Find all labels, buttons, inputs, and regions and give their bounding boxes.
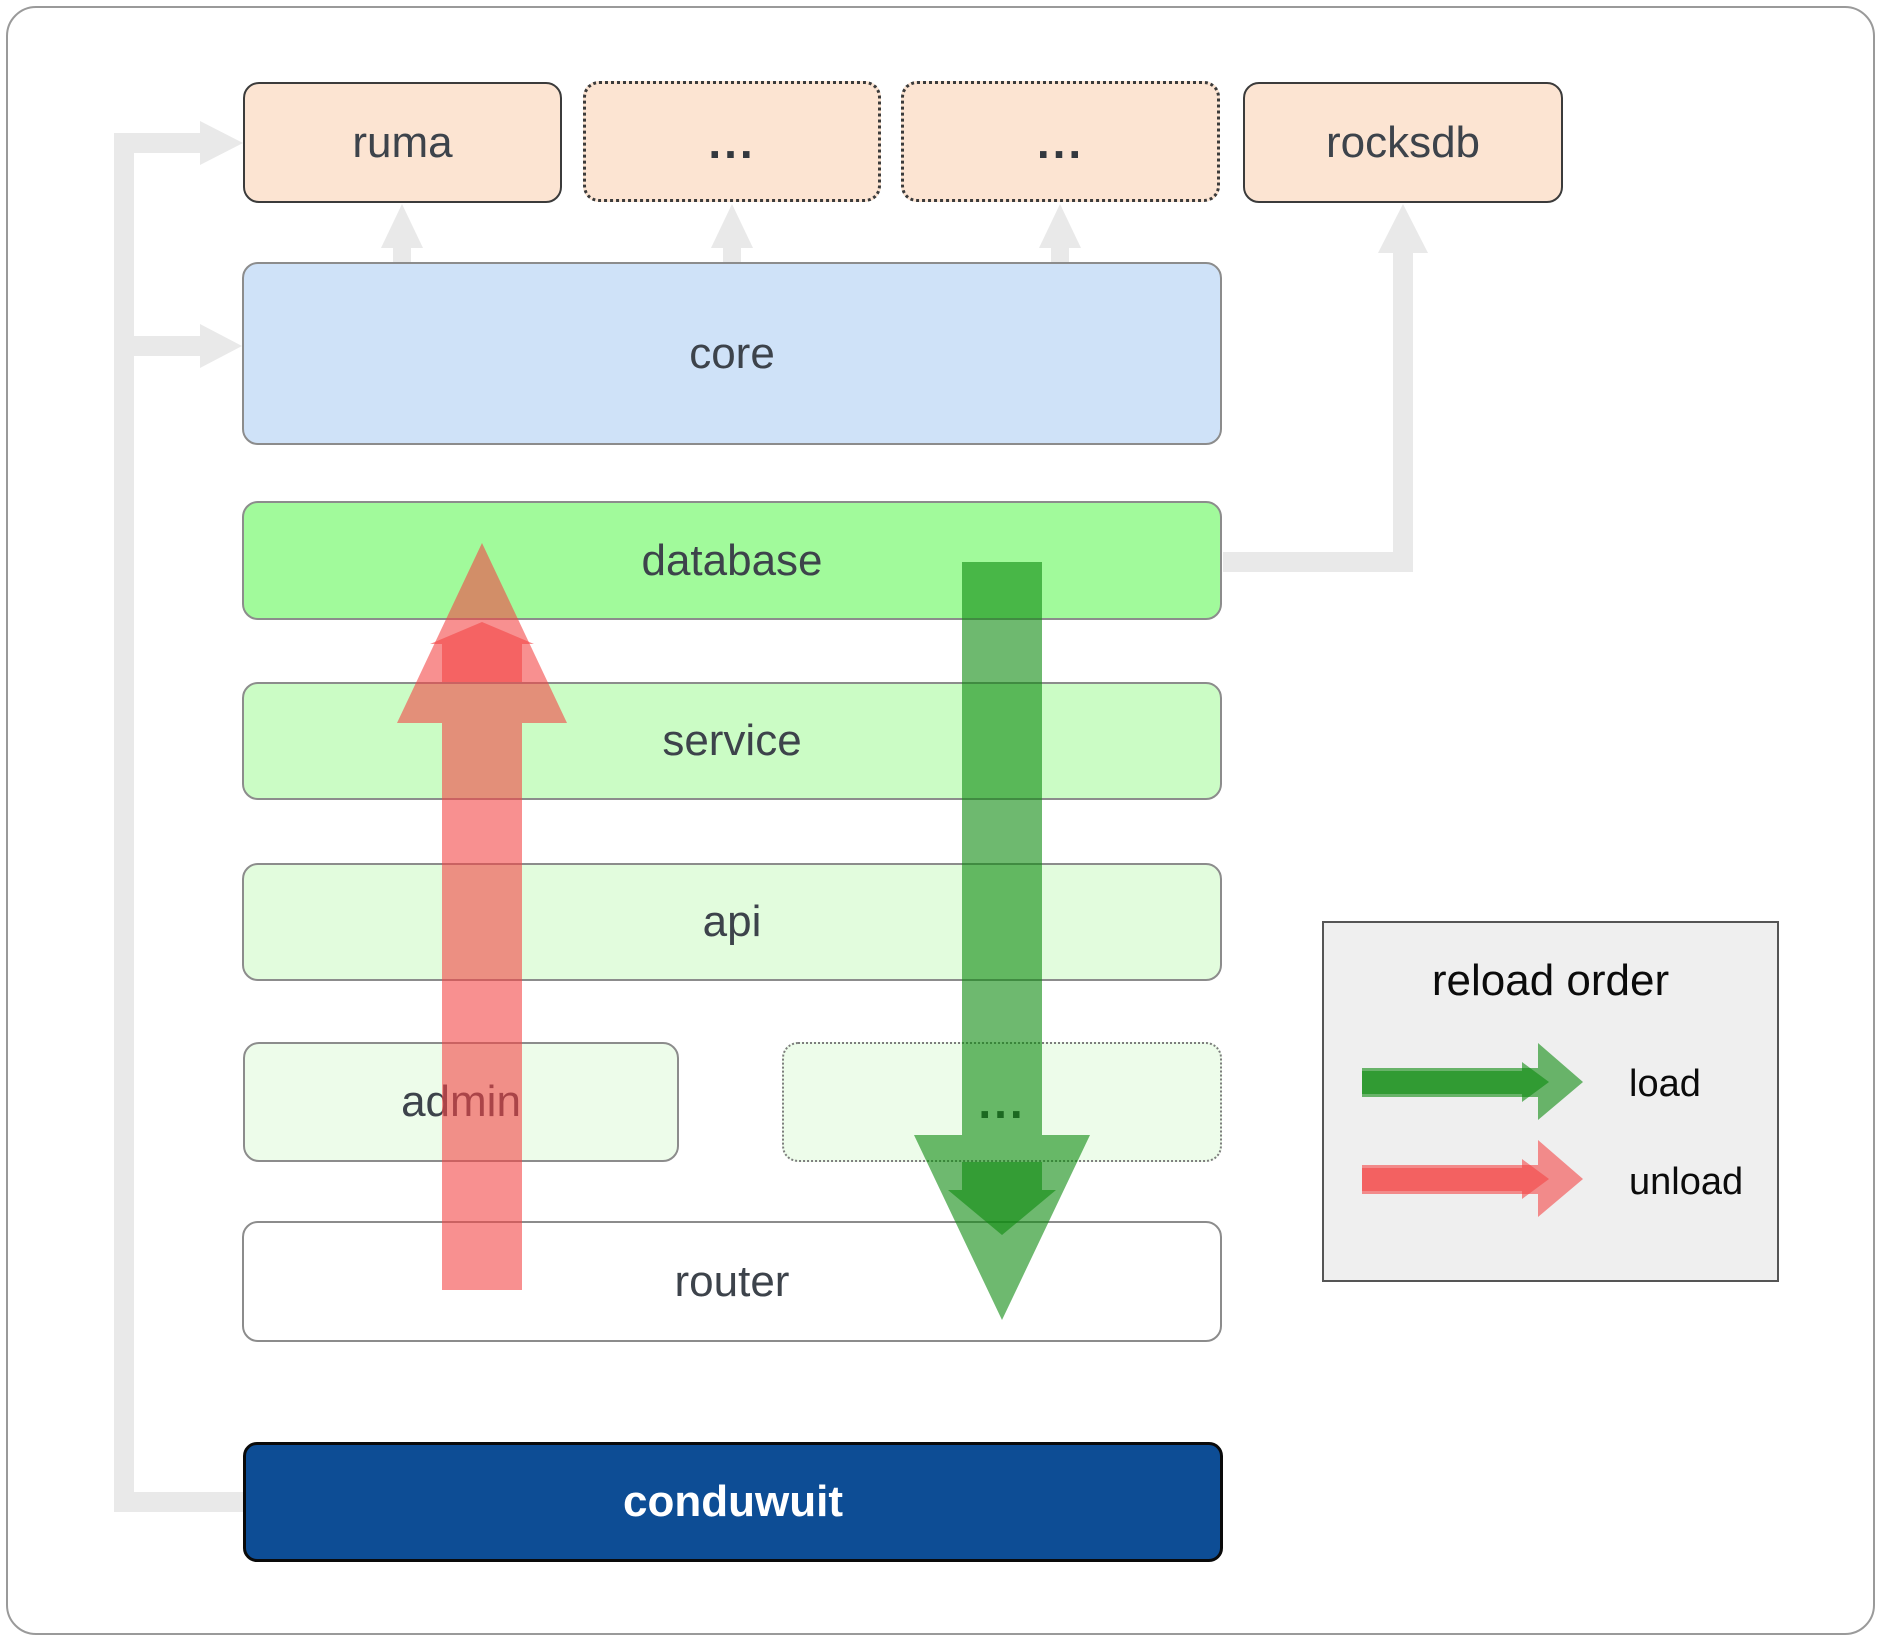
node-core-label: core [689, 328, 775, 378]
node-router: router [242, 1221, 1222, 1342]
node-conduwuit: conduwuit [243, 1442, 1223, 1562]
node-crate-ellipsis-2: ... [901, 81, 1220, 202]
node-service-label: service [662, 716, 802, 765]
legend-reload-order: reload order load unload [1322, 921, 1779, 1282]
node-admin-label: admin [401, 1077, 521, 1126]
outer-frame [6, 6, 1875, 1635]
node-database-label: database [641, 535, 823, 585]
node-crate-ellipsis-2-label: ... [1036, 115, 1085, 168]
node-router-label: router [674, 1256, 790, 1306]
node-core: core [242, 262, 1222, 445]
node-ruma: ruma [243, 82, 562, 203]
legend-load-label: load [1629, 1063, 1701, 1105]
node-api-label: api [702, 897, 762, 946]
node-conduwuit-label: conduwuit [623, 1477, 843, 1526]
node-rocksdb: rocksdb [1243, 82, 1563, 203]
node-service: service [242, 682, 1222, 800]
node-admin: admin [243, 1042, 679, 1162]
legend-unload-label: unload [1629, 1161, 1744, 1203]
node-api: api [242, 863, 1222, 981]
node-rocksdb-label: rocksdb [1325, 117, 1481, 167]
node-ruma-label: ruma [352, 117, 453, 167]
node-database: database [242, 501, 1222, 620]
legend-title: reload order [1431, 956, 1670, 1005]
node-crate-ellipsis-3: ... [782, 1042, 1222, 1162]
node-crate-ellipsis-1-label: ... [708, 115, 756, 168]
node-crate-ellipsis-1: ... [583, 81, 881, 202]
node-crate-ellipsis-3-label: ... [978, 1076, 1026, 1128]
